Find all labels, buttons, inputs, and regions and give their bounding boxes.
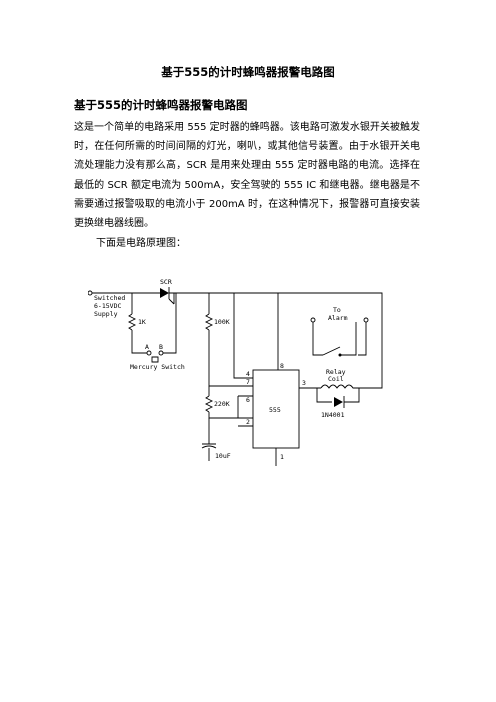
diode-label: 1N4001 (321, 411, 345, 419)
scr-label: SCR (160, 278, 172, 286)
resistor-100k-label: 100K (214, 318, 230, 326)
pin-4-label: 4 (246, 370, 250, 378)
pin-7-label: 7 (246, 378, 250, 386)
to-alarm-label-1: To (333, 306, 341, 314)
resistor-220k-label: 220K (214, 400, 230, 408)
ic-555-label: 555 (269, 406, 281, 414)
diode-1n4001 (334, 397, 343, 407)
wire-diode (316, 388, 360, 403)
supply-label-2: 6-15VDC (94, 302, 121, 310)
supply-label-1: Switched (94, 294, 125, 302)
wire-top-rail (169, 292, 383, 389)
scr-bar (168, 287, 175, 305)
resistor-1k-label: 1K (138, 318, 146, 326)
pin-6-label: 6 (246, 396, 250, 404)
contact-point (338, 353, 342, 357)
capacitor-label: 10uF (215, 452, 231, 460)
diagram-caption: 下面是电路原理图： (96, 238, 186, 249)
relay-label-1: Relay (326, 368, 346, 376)
wire-switch-loop (131, 293, 177, 354)
switch-pin-a-label: A (145, 343, 149, 351)
pin-2-label: 2 (246, 418, 250, 426)
body-paragraph: 这是一个简单的电路采用 555 定时器的蜂鸣器。该电路可激发水银开关被触发时，在… (74, 122, 420, 230)
mercury-switch-label: Mercury Switch (130, 363, 185, 371)
pin-3-label: 3 (302, 379, 306, 387)
to-alarm-label-2: Alarm (328, 314, 348, 322)
pin-1-label: 1 (280, 453, 284, 461)
capacitor-10uf (201, 443, 217, 449)
alarm-terminal-right (363, 317, 369, 323)
supply-label-3: Supply (94, 310, 118, 318)
supply-terminal (88, 290, 93, 296)
switch-pin-b-label: B (159, 343, 163, 351)
scr-symbol (160, 288, 169, 298)
resistor-220k (204, 395, 214, 413)
relay-coil (320, 384, 357, 389)
resistor-1k (127, 313, 137, 331)
mercury-switch-body (151, 356, 159, 363)
relay-label-2: Coil (328, 375, 344, 383)
alarm-terminal-left (310, 317, 316, 323)
switch-pin-b (158, 350, 164, 356)
pin-8-label: 8 (280, 362, 284, 370)
wire-alarm-contacts (312, 322, 367, 356)
switch-pin-a (146, 350, 152, 356)
document-title: 基于555的计时蜂鸣器报警电路图 (161, 65, 335, 79)
circuit-schematic: Switched 6-15VDC Supply SCR 1K A B Mercu… (88, 278, 383, 466)
wire-pin4 (233, 293, 253, 379)
section-heading: 基于555的计时蜂鸣器报警电路图 (74, 98, 248, 112)
resistor-100k (204, 313, 214, 331)
